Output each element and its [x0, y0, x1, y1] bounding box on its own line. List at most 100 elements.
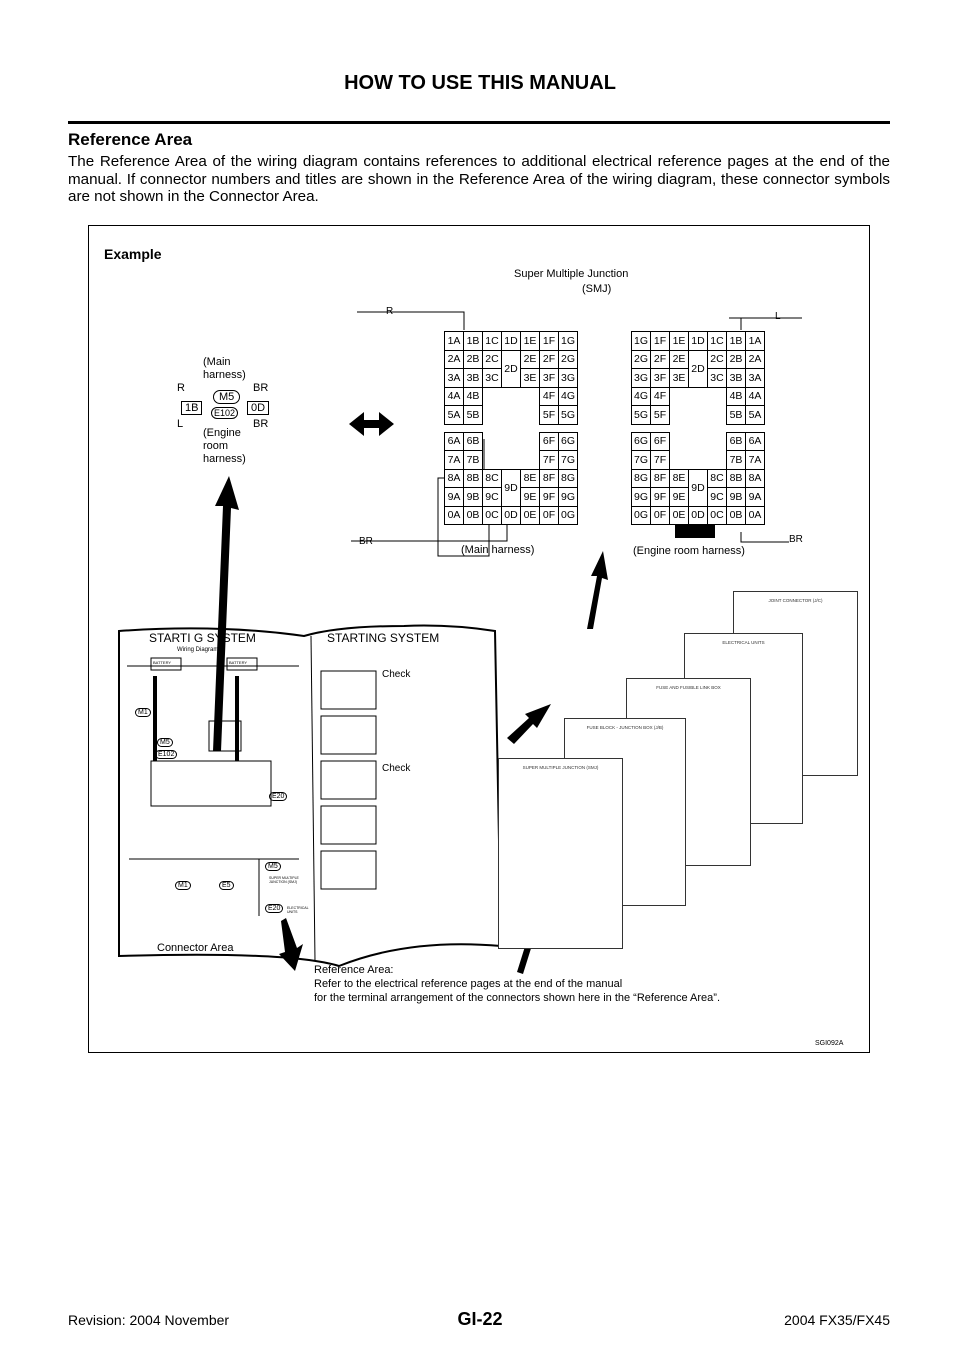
book-right-title: STARTING SYSTEM: [327, 631, 440, 645]
smj-terminal-cell: 4F: [539, 386, 559, 406]
smj-terminal-cell: 0B: [463, 505, 483, 525]
check-label-2: Check: [382, 763, 411, 774]
smj-terminal-cell: 7F: [539, 450, 559, 470]
main-harness-caption: (Main harness): [461, 544, 535, 556]
smj-terminal-cell: 0E: [669, 505, 689, 525]
smj-terminal-cell: 2B: [726, 349, 746, 369]
smj-terminal-cell: 0B: [726, 505, 746, 525]
smj-terminal-cell: 2D: [501, 349, 521, 388]
smj-terminal-cell: 4G: [631, 386, 651, 406]
symbol-wire-br-2: BR: [253, 418, 269, 430]
smj-terminal-cell: 9D: [501, 468, 521, 507]
smj-terminal-cell: 7B: [463, 450, 483, 470]
smj-terminal-cell: 3F: [539, 368, 559, 388]
section-title: Reference Area: [68, 130, 193, 149]
smj-terminal-cell: 2C: [482, 349, 502, 369]
smj-terminal-cell: 0F: [539, 505, 559, 525]
smj-terminal-cell: 1A: [444, 331, 464, 351]
smj-terminal-cell: 7A: [444, 450, 464, 470]
ref-note-title: Reference Area:: [314, 964, 394, 976]
smj-terminal-cell: 2F: [650, 349, 670, 369]
smj-terminal-cell: 5B: [463, 405, 483, 425]
symbol-wire-l: L: [177, 418, 184, 430]
smj-terminal-cell: 9G: [631, 487, 651, 507]
main-wire-bottom: BR: [359, 536, 373, 547]
symbol-main-label-2: harness): [203, 369, 246, 381]
smj-terminal-cell: 6B: [463, 431, 483, 451]
smj-terminal-cell: 8B: [726, 468, 746, 488]
smj-terminal-cell: 1B: [726, 331, 746, 351]
smj-terminal-cell: 8A: [444, 468, 464, 488]
smj-terminal-cell: 1A: [745, 331, 765, 351]
smj-terminal-cell: 2D: [688, 349, 708, 388]
smj-terminal-cell: 7B: [726, 450, 746, 470]
smj-terminal-cell: 9B: [726, 487, 746, 507]
ref-page-title: FUSE AND FUSIBLE LINK BOX: [656, 685, 721, 690]
smj-terminal-cell: 0D: [688, 505, 708, 525]
smj-terminal-cell: 2A: [444, 349, 464, 369]
ref-page-title: ELECTRICAL UNITS: [722, 640, 765, 645]
smj-terminal-cell: 1E: [669, 331, 689, 351]
ref-page-title: FUSE BLOCK - JUNCTION BOX (J/B): [586, 725, 664, 730]
footer-model: 2004 FX35/FX45: [784, 1312, 890, 1328]
ref-note-line-1: Refer to the electrical reference pages …: [314, 978, 623, 990]
smj-terminal-cell: 2G: [558, 349, 578, 369]
smj-terminal-cell: 5F: [650, 405, 670, 425]
smj-terminal-cell: 2B: [463, 349, 483, 369]
smj-terminal-cell: 6F: [539, 431, 559, 451]
smj-terminal-cell: 0A: [444, 505, 464, 525]
smj-terminal-cell: 1F: [539, 331, 559, 351]
book-m1: M1: [135, 708, 151, 717]
smj-terminal-cell: 3E: [520, 368, 540, 388]
wiring-diagram-label: Wiring Diagram: [177, 647, 219, 653]
smj-terminal-cell: 8E: [669, 468, 689, 488]
ref-page-title: JOINT CONNECTOR (J/C): [768, 598, 823, 603]
section-body: The Reference Area of the wiring diagram…: [68, 153, 890, 205]
book-e102: E102: [155, 750, 178, 759]
smj-terminal-cell: 3G: [558, 368, 578, 388]
smj-terminal-cell: 7G: [631, 450, 651, 470]
page-header: HOW TO USE THIS MANUAL: [344, 72, 616, 94]
smj-terminal-cell: 2G: [631, 349, 651, 369]
smj-terminal-cell: 9E: [520, 487, 540, 507]
smj-terminal-cell: 2A: [745, 349, 765, 369]
smj-terminal-cell: 8G: [558, 468, 578, 488]
smj-terminal-cell: 8C: [482, 468, 502, 488]
reference-area-m5: M5: [265, 862, 281, 871]
symbol-engine-label: (Engine: [203, 427, 241, 439]
smj-terminal-cell: 9B: [463, 487, 483, 507]
smj-terminal-cell: 3B: [463, 368, 483, 388]
battery-label-2: BATTERY: [229, 660, 248, 665]
smj-terminal-cell: 8F: [650, 468, 670, 488]
check-label-1: Check: [382, 669, 411, 680]
footer-page-number: GI-22: [457, 1309, 503, 1329]
smj-terminal-cell: 9G: [558, 487, 578, 507]
engine-harness-caption: (Engine room harness): [633, 545, 745, 557]
example-figure: Example Super Multiple Junction (SMJ) R …: [88, 225, 870, 1053]
reference-area-m5-desc: SUPER MULTIPLE JUNCTION (SMJ): [269, 876, 299, 884]
smj-terminal-cell: 8F: [539, 468, 559, 488]
smj-terminal-cell: 8E: [520, 468, 540, 488]
smj-terminal-cell: 2E: [669, 349, 689, 369]
smj-terminal-cell: 6G: [631, 431, 651, 451]
connector-area-e5: E5: [219, 881, 234, 890]
smj-terminal-cell: 0E: [520, 505, 540, 525]
reference-area-e20: E20: [265, 904, 284, 913]
smj-terminal-cell: 9F: [539, 487, 559, 507]
figure-id: SGI092A: [815, 1040, 844, 1047]
smj-terminal-cell: 2E: [520, 349, 540, 369]
smj-terminal-cell: 5A: [444, 405, 464, 425]
smj-terminal-cell: 2C: [707, 349, 727, 369]
smj-terminal-cell: 1B: [463, 331, 483, 351]
reference-area-e20-desc: ELECTRICAL UNITS: [287, 906, 309, 914]
smj-terminal-cell: 1D: [688, 331, 708, 351]
smj-terminal-cell: 1D: [501, 331, 521, 351]
symbol-main-label: (Main: [203, 356, 231, 368]
ref-page-smj: SUPER MULTIPLE JUNCTION (SMJ): [498, 758, 623, 949]
smj-terminal-cell: 0C: [482, 505, 502, 525]
smj-terminal-cell: 9E: [669, 487, 689, 507]
symbol-m5: M5: [213, 390, 241, 404]
smj-terminal-cell: 5B: [726, 405, 746, 425]
smj-terminal-cell: 4B: [726, 386, 746, 406]
symbol-pin-0d: 0D: [247, 401, 270, 415]
